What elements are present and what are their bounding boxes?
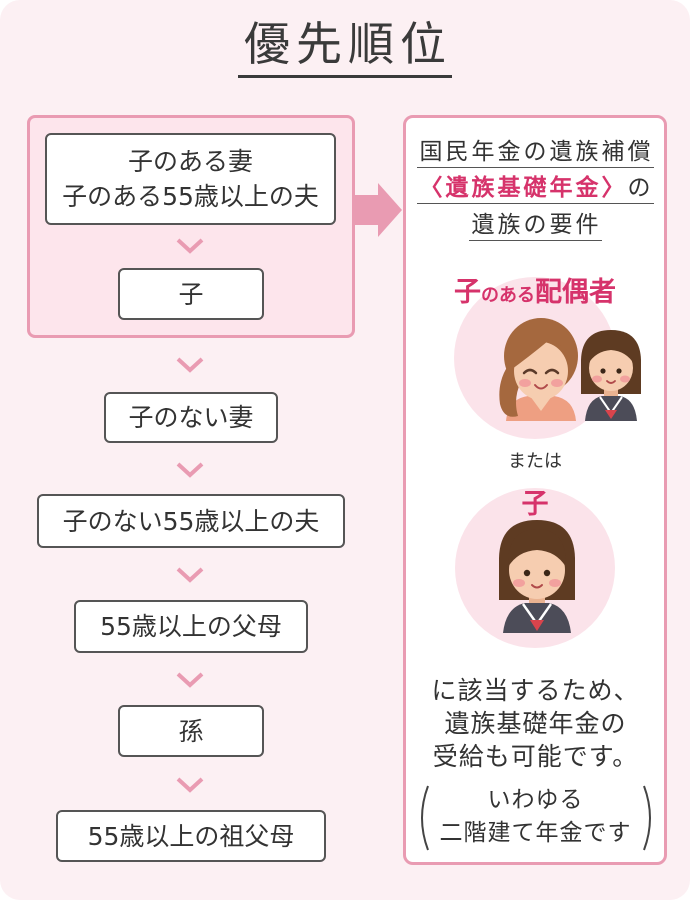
note-line: 二階建て年金です (439, 820, 632, 846)
step-parents: 55歳以上の父母 (74, 600, 308, 653)
child-bangs (587, 334, 635, 364)
step-grandchild: 孫 (118, 705, 264, 757)
pension-name-highlight: 〈遺族基礎年金〉 (419, 175, 628, 201)
mother-mouth (534, 384, 548, 390)
conclusion-line: に該当するため、 (431, 676, 640, 705)
child-figure (581, 330, 641, 421)
mother-cheek (551, 379, 563, 387)
chevron-down-icon (176, 567, 204, 583)
step-line: 子のある55歳以上の夫 (62, 182, 319, 211)
child-uniform (585, 396, 637, 421)
page-title: 優先順位 (238, 16, 452, 78)
heading-line-3-text: 遺族の要件 (468, 211, 602, 241)
step-line: 55歳以上の祖父母 (87, 821, 295, 851)
panel-heading-line-2: 〈遺族基礎年金〉の (406, 174, 664, 204)
mother-figure (499, 318, 578, 421)
mother-eye (522, 368, 538, 375)
spouse-with-child-illustration (454, 277, 641, 439)
chevron-down-icon (176, 777, 204, 793)
child-figure (499, 520, 575, 633)
step-line: 子 (178, 279, 204, 309)
step-grandparents: 55歳以上の祖父母 (56, 810, 326, 862)
child-mouth (531, 584, 543, 589)
mother-eye (544, 368, 560, 375)
conclusion-line: 受給も可能です。 (432, 742, 639, 771)
heading-line-1-text: 国民年金の遺族補償 (416, 138, 654, 168)
option-spouse-with-child-label: 子のある配偶者 (406, 276, 664, 313)
chevron-down-icon (176, 238, 204, 254)
arrow-right-icon (352, 183, 402, 237)
child-cheek (513, 579, 525, 587)
mother-neckline (530, 396, 552, 411)
chevron-down-icon (176, 672, 204, 688)
panel-heading-line-3: 遺族の要件 (406, 211, 664, 241)
step-line: 孫 (178, 716, 204, 746)
chevron-down-icon (176, 462, 204, 478)
child-cheek (549, 579, 561, 587)
step-line: 55歳以上の父母 (100, 612, 282, 641)
child-eye (523, 569, 531, 577)
step-line: 子のない妻 (128, 403, 254, 432)
child-ribbon (605, 410, 617, 419)
child-bangs (507, 529, 567, 567)
mother-bangs (507, 320, 578, 372)
step-child: 子 (118, 268, 264, 320)
heading-line-2-suffix: の (627, 175, 654, 201)
child-cheek (592, 375, 602, 383)
child-cheek (620, 375, 630, 383)
heading-line-2-underline: 〈遺族基礎年金〉の (416, 174, 654, 204)
requirements-panel: 国民年金の遺族補償 〈遺族基礎年金〉の 遺族の要件 (403, 115, 667, 865)
step-line: 子のある妻 (127, 147, 253, 176)
step-husband-without-child: 子のない55歳以上の夫 (37, 494, 345, 548)
child-uniform (503, 603, 571, 633)
note-line: いわゆる (487, 787, 584, 813)
conclusion-text: に該当するため、 遺族基礎年金の 受給も可能です。 (406, 674, 664, 773)
child-eye (543, 569, 551, 577)
mother-cheek (519, 379, 531, 387)
chevron-down-icon (176, 357, 204, 373)
child-eye (616, 368, 622, 374)
left-parenthesis (421, 785, 429, 851)
option-child-label: 子 (406, 488, 664, 525)
option-2-text: 子 (521, 489, 549, 520)
note-text: いわゆる 二階建て年金です (406, 784, 664, 850)
child-eye (600, 368, 606, 374)
or-text: または (508, 451, 562, 472)
step-line: 子のない55歳以上の夫 (62, 506, 320, 536)
conclusion-line: 遺族基礎年金の (444, 709, 627, 738)
right-parenthesis (643, 785, 651, 851)
option-1-part-2: のある (481, 285, 535, 306)
option-1-part-3: 配偶者 (535, 277, 616, 308)
child-mouth (606, 380, 616, 384)
step-wife-without-child: 子のない妻 (104, 392, 278, 443)
option-1-part-1: 子 (454, 277, 481, 308)
child-illustration (455, 488, 615, 648)
child-ribbon (530, 620, 544, 631)
panel-heading-line-1: 国民年金の遺族補償 (406, 138, 664, 168)
title-area: 優先順位 (0, 16, 690, 78)
step-spouse-with-child: 子のある妻 子のある55歳以上の夫 (45, 133, 336, 225)
